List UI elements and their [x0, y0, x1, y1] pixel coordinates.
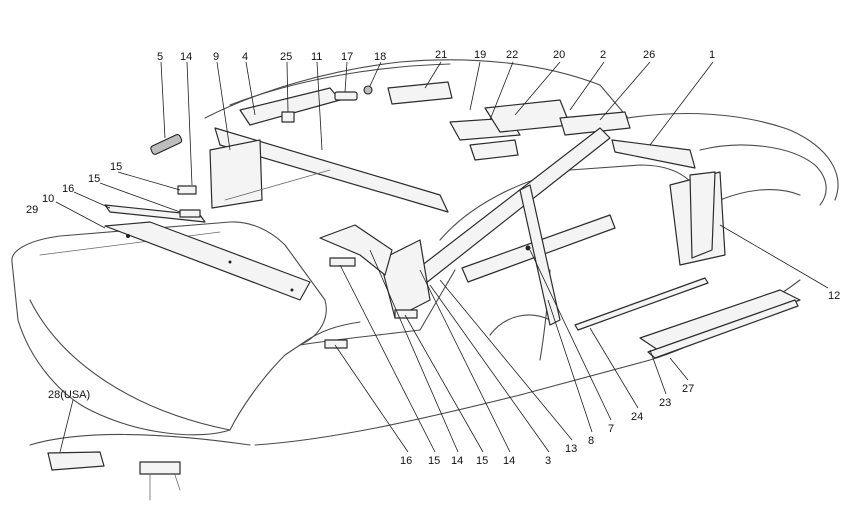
callout-9: 9: [213, 51, 219, 63]
part-20-front-header: [484, 99, 571, 133]
callout-2: 2: [600, 49, 606, 61]
callout-27: 26: [643, 49, 655, 61]
part-5-grille: [150, 134, 183, 155]
part-23-kick-plate: [639, 289, 801, 351]
part-18-screw: [363, 85, 373, 95]
part-8-b-pillar: [519, 184, 561, 326]
part-13-pillar-lower: [379, 239, 431, 319]
part-14-seat-trim: [319, 224, 393, 276]
leader-lines: [55, 61, 829, 453]
callout-26: 25: [280, 51, 292, 63]
part-28-usa-visor: [47, 451, 105, 471]
part-15-clip-b: [394, 309, 418, 319]
callout-8: 8: [588, 435, 594, 447]
callout-20: 20: [553, 49, 565, 61]
callout-15-bottom-a: 15: [428, 455, 440, 467]
callout-3: 3: [545, 455, 551, 467]
part-24-sill-strip: [574, 277, 709, 331]
part-28-usa-bracket: [139, 461, 181, 475]
callout-14-top: 14: [180, 51, 192, 63]
part-15-clip-a: [329, 257, 356, 267]
callout-19: 19: [474, 49, 486, 61]
part-16-clip-lower: [324, 339, 348, 349]
callout-21: 21: [435, 49, 447, 61]
callout-22: 22: [506, 49, 518, 61]
callout-15-left-a: 15: [110, 161, 122, 173]
part-15-clip-d: [179, 209, 201, 218]
part-25-kick-strip: [647, 299, 799, 359]
part-12-inner: [689, 171, 716, 259]
callout-15-left-b: 15: [88, 173, 100, 185]
part-22-mirror: [469, 139, 519, 161]
callout-5: 5: [157, 51, 163, 63]
part-11-roof-rail: [214, 127, 449, 213]
part-21-sun-visor: [387, 81, 453, 105]
callout-16-bottom: 16: [400, 455, 412, 467]
callout-14-bottom-b: 14: [503, 455, 515, 467]
part-27-trim: [559, 111, 631, 136]
callout-10: 10: [42, 193, 54, 205]
part-17-bracket: [334, 91, 358, 101]
callout-labels: 5 14 9 4 25 11 17 18 21 19 22 20 2 26 1 …: [26, 49, 840, 467]
part-29-rear-shelf-trim: [104, 221, 311, 301]
callout-1: 1: [709, 49, 715, 61]
part-15-clip-c: [177, 185, 197, 195]
callout-24: 24: [631, 411, 643, 423]
part-26-clip: [281, 111, 295, 123]
callout-28-usa: 28(USA): [48, 389, 90, 401]
callout-17: 17: [341, 51, 353, 63]
callout-23: 23: [659, 397, 671, 409]
callout-4: 4: [242, 51, 248, 63]
callout-25: 27: [682, 383, 694, 395]
car-body-outline: [11, 59, 839, 446]
callout-15-bottom-b: 15: [476, 455, 488, 467]
callout-29: 29: [26, 204, 38, 216]
part-16-strip: [104, 204, 206, 223]
callout-18: 18: [374, 51, 386, 63]
callout-11: 11: [311, 51, 322, 63]
callout-13: 13: [565, 443, 577, 455]
part-9-panel: [209, 139, 263, 209]
callout-14-bottom-a: 14: [451, 455, 463, 467]
trim-parts: [29, 81, 801, 501]
callout-16-left: 16: [62, 183, 74, 195]
callout-12: 12: [828, 290, 840, 302]
callout-7: 7: [608, 423, 614, 435]
part-1-rail: [611, 139, 696, 169]
